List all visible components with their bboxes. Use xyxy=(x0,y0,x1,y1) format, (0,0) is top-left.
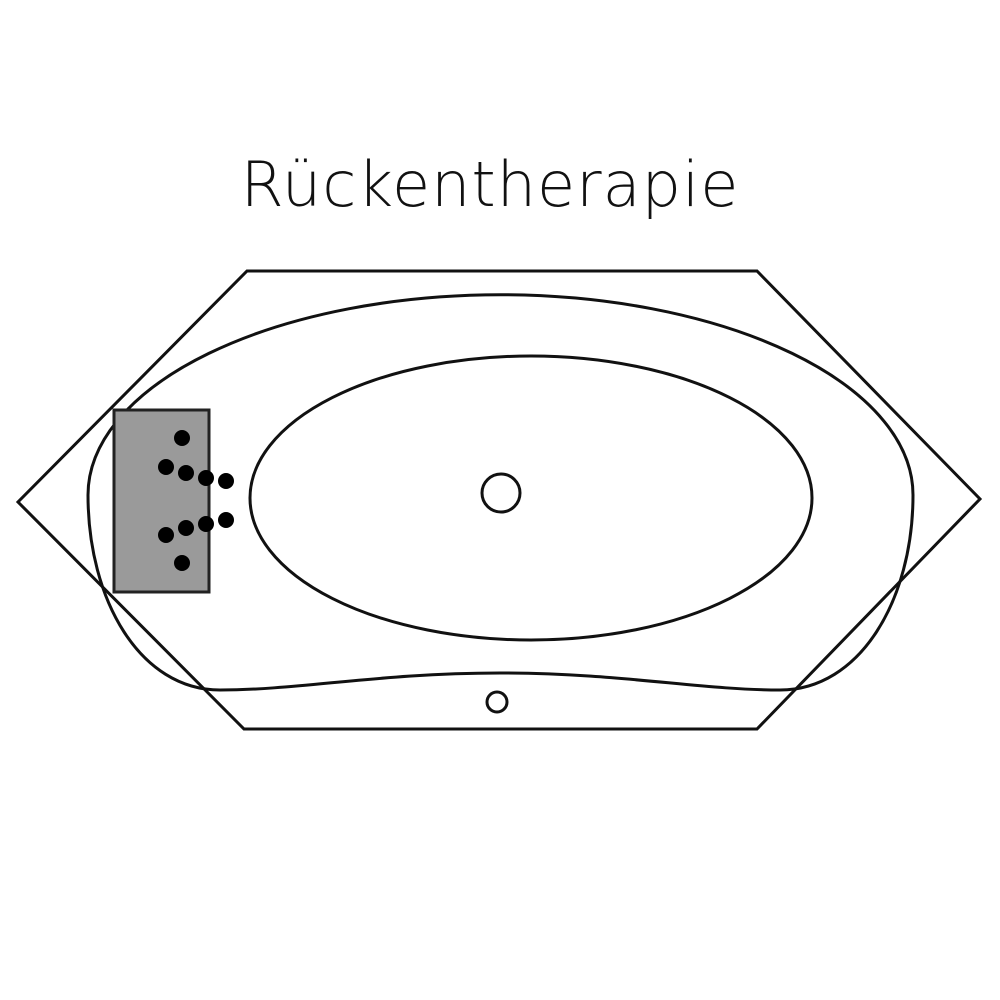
drain-icon xyxy=(480,472,522,514)
jet-nozzle-icon xyxy=(218,512,234,528)
tub-hexagon-outline xyxy=(15,269,983,731)
tub-basin-outline xyxy=(86,293,915,692)
jet-nozzle-icon xyxy=(178,520,194,536)
overflow-icon xyxy=(485,690,509,714)
jet-nozzle-icon xyxy=(174,555,190,571)
jet-nozzle-icon xyxy=(158,459,174,475)
jet-nozzle-icon xyxy=(158,527,174,543)
jet-nozzle-icon xyxy=(178,465,194,481)
jet-group xyxy=(158,430,234,571)
jet-nozzle-icon xyxy=(198,516,214,532)
jet-nozzle-icon xyxy=(218,473,234,489)
tub-floor-outline xyxy=(248,354,814,642)
jet-nozzle-icon xyxy=(174,430,190,446)
diagram-title: Rückentherapie xyxy=(240,148,740,221)
back-therapy-zone xyxy=(112,408,211,594)
jet-nozzle-icon xyxy=(198,470,214,486)
